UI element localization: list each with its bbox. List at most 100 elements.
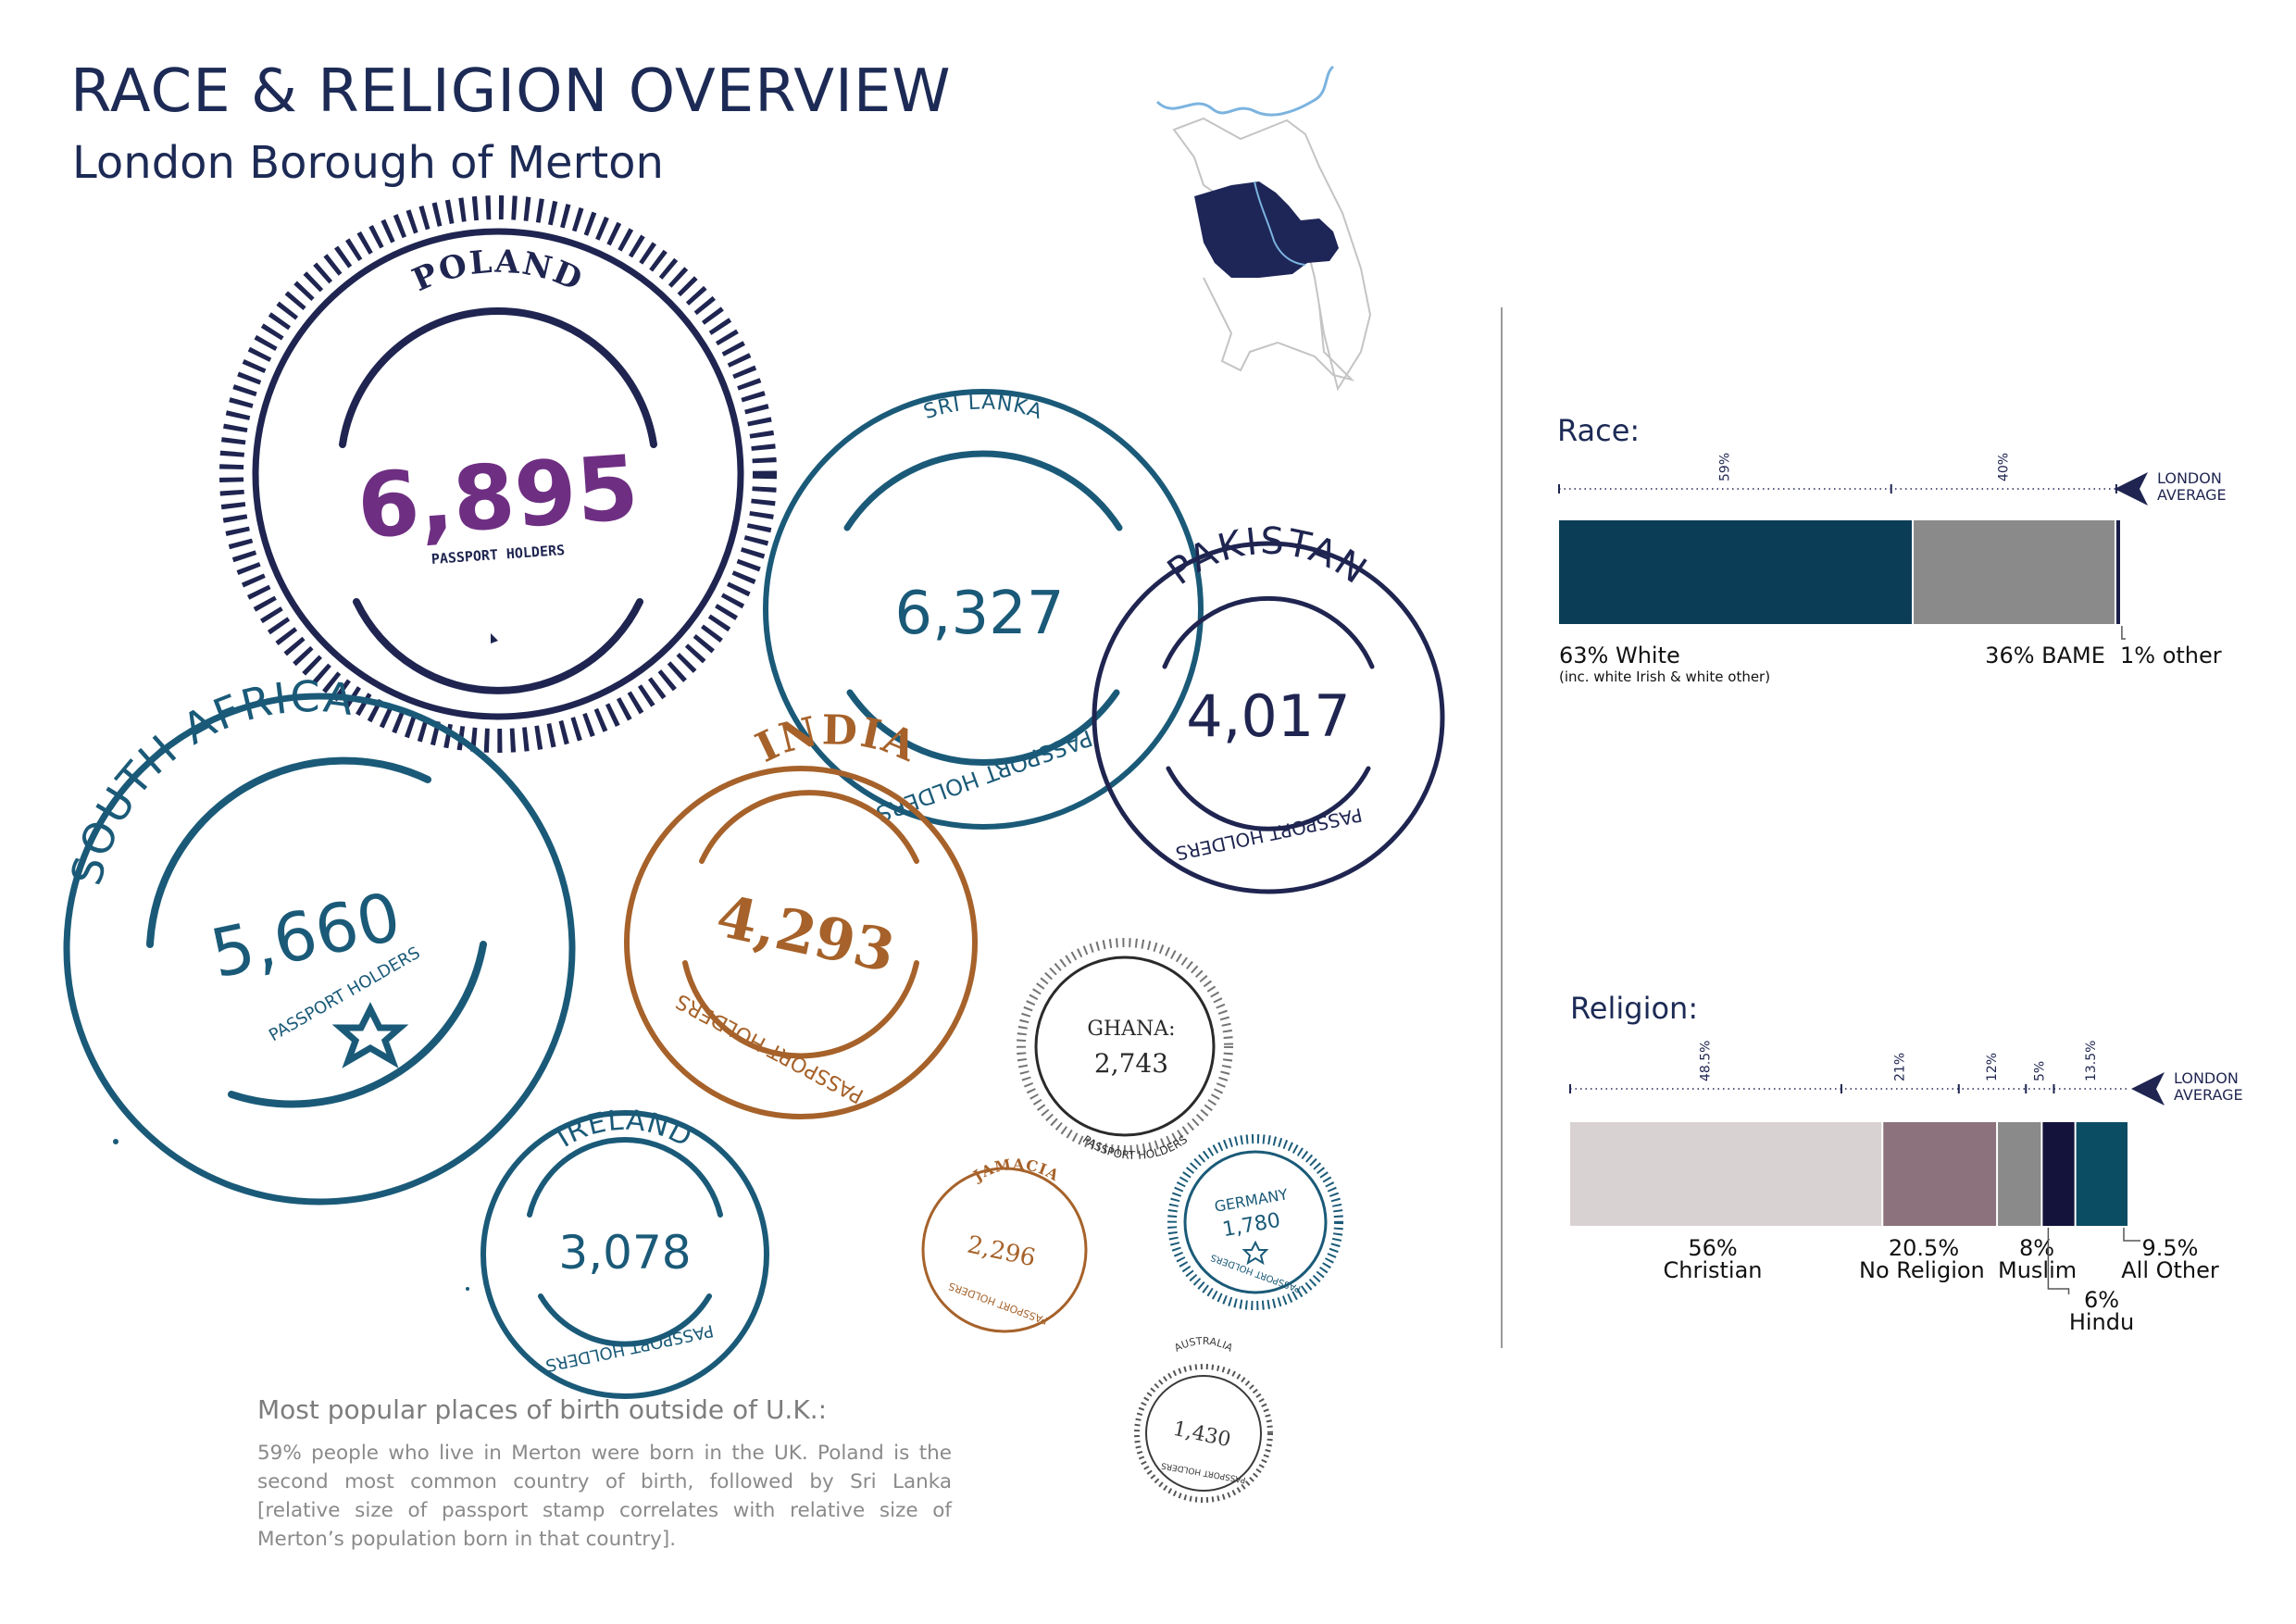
stamp-value: 2,296	[965, 1231, 1038, 1273]
notes-body: 59% people who live in Merton were born …	[257, 1442, 952, 1551]
borough-map	[1155, 65, 1372, 392]
religion-bars	[1570, 1122, 2128, 1226]
stamp-tick-ring	[219, 195, 777, 753]
stamp-germany: GERMANY 1,780 PASSPORT HOLDERS	[1167, 1134, 1343, 1310]
arrow-left-icon	[2115, 472, 2148, 506]
london-average-label: LONDON	[2174, 1069, 2239, 1087]
london-average-label: LONDON	[2157, 469, 2222, 487]
stamp-outer-ring	[1183, 1150, 1328, 1294]
merton-shape	[1194, 181, 1339, 278]
stamp-outer-ring	[1145, 1375, 1262, 1492]
stamp-country: POLAND	[407, 243, 589, 299]
bar-segment	[1998, 1122, 2041, 1226]
stamp-country: INDIA	[749, 706, 925, 771]
stamp-value: 4,293	[711, 882, 901, 986]
stamp-inner-arc-bottom	[846, 689, 1120, 766]
page-subtitle: London Borough of Merton	[72, 137, 664, 189]
race-labels: 63% White(inc. white Irish & white other…	[1559, 626, 2222, 685]
bar-sublabel: (inc. white Irish & white other)	[1559, 668, 1770, 685]
chart-title: Race:	[1557, 413, 1640, 448]
stamp-country: PAKISTAN	[1160, 520, 1376, 594]
chart-title: Religion:	[1570, 991, 1698, 1026]
stamp-mark	[491, 633, 498, 643]
bar-label: 9.5%	[2142, 1235, 2199, 1261]
religion-chart: Religion: 48.5% 21% 12% 5% 13.5% LONDON AVER…	[1569, 991, 2243, 1335]
stamp-tick-ring	[1167, 1134, 1343, 1310]
bar-label: 56%	[1688, 1235, 1737, 1261]
stamp-country: SOUTH AFRICA	[61, 671, 358, 890]
stamp-country: JAMACIA	[968, 1156, 1063, 1186]
stamp-value: 2,743	[1094, 1048, 1168, 1079]
stamp-inner-arc-bottom	[228, 941, 487, 1108]
average-value-label: 12%	[1985, 1053, 2000, 1081]
arrow-left-icon	[2131, 1072, 2165, 1106]
stamp-caption: PASSPORT HOLDERS	[1160, 1460, 1246, 1484]
stamp-inner-arc-top	[339, 307, 657, 448]
bar-label: 6%	[2084, 1287, 2119, 1313]
stamp-ghana: GHANA: 2,743 PASSPORT HOLDERS	[1017, 938, 1233, 1162]
stamp-outer-ring	[1092, 541, 1445, 894]
average-value-label: 21%	[1892, 1053, 1907, 1081]
london-average-label: AVERAGE	[2174, 1086, 2243, 1104]
stamp-country: AUSTRALIA	[1172, 1335, 1235, 1355]
stamp-outer-ring	[252, 228, 744, 720]
star-icon	[1242, 1240, 1269, 1266]
bar-segment	[1914, 520, 2115, 624]
average-value-label: 5%	[2032, 1061, 2047, 1081]
bar-segment	[2042, 1122, 2075, 1226]
stamp-value: 3,078	[558, 1226, 691, 1280]
page-title: RACE & RELIGION OVERVIEW	[70, 57, 952, 126]
stamp-inner-arc-bottom	[353, 598, 643, 694]
stamp-inner-arc-bottom	[538, 1293, 712, 1347]
south-area-outline	[1203, 277, 1355, 381]
average-value-label: 40%	[1996, 453, 2011, 481]
stamp-country: GHANA:	[1087, 1018, 1175, 1041]
average-value-label: 13.5%	[2084, 1041, 2099, 1081]
bar-label: No Religion	[1859, 1257, 1985, 1283]
river-thames	[1155, 65, 1335, 117]
race-chart: Race: 59% 40% LONDON AVERAGE 63% White(in…	[1557, 413, 2227, 685]
bar-label: All Other	[2121, 1257, 2219, 1283]
bar-label: 1% other	[2120, 643, 2222, 668]
stamp-australia: AUSTRALIA 1,430 PASSPORT HOLDERS	[1134, 1335, 1273, 1503]
stamp-south-africa: SOUTH AFRICA 5,660 PASSPORT HOLDERS	[61, 671, 576, 1206]
stamp-inner-arc-bottom	[1166, 766, 1371, 831]
london-average-marker: LONDON AVERAGE	[2131, 1069, 2243, 1106]
stamp-outer-ring	[480, 1110, 769, 1399]
ink-dot	[466, 1287, 469, 1291]
bar-segment	[1559, 520, 1913, 624]
bar-label: Hindu	[2069, 1309, 2134, 1335]
ink-dot	[113, 1139, 119, 1144]
stamp-inner-arc-top	[1162, 595, 1375, 669]
stamp-sri-lanka: SRI LANKA 6,327 PASSPORT HOLDERS	[763, 389, 1204, 830]
stamp-poland: POLAND 6,895 PASSPORT HOLDERS	[219, 195, 777, 753]
average-value-label: 59%	[1717, 453, 1732, 481]
stamp-caption: PASSPORT HOLDERS	[1174, 804, 1365, 865]
bar-segment	[2076, 1122, 2128, 1226]
average-value-label: 48.5%	[1698, 1041, 1713, 1081]
stamp-india: INDIA 4,293 PASSPORT HOLDERS	[624, 706, 978, 1119]
bar-label: Muslim	[1998, 1257, 2077, 1283]
london-average-marker: LONDON AVERAGE	[2115, 469, 2227, 506]
stamp-outer-ring	[921, 1167, 1088, 1333]
stamp-outer-ring	[763, 389, 1204, 830]
bar-label: 20.5%	[1889, 1235, 1959, 1261]
stamp-inner-arc-top	[699, 790, 919, 864]
stamp-value: 1,430	[1171, 1418, 1233, 1453]
bar-segment	[1570, 1122, 1882, 1226]
stamp-outer-ring	[624, 766, 978, 1119]
stamp-inner-arc-bottom	[682, 960, 919, 1059]
leader-line	[2121, 626, 2126, 640]
stamp-outer-ring	[63, 693, 576, 1206]
stamp-outer-ring	[1034, 956, 1216, 1137]
bar-segment	[2115, 520, 2120, 624]
leader-line	[2123, 1228, 2140, 1242]
stamp-ireland: IRELAND 3,078 PASSPORT HOLDERS	[480, 1105, 769, 1399]
bar-segment	[1883, 1122, 1997, 1226]
stamp-inner-arc-top	[843, 450, 1123, 531]
stamp-inner-arc-top	[146, 756, 431, 948]
stamp-value: 1,780	[1221, 1209, 1282, 1243]
bar-label: 63% White	[1559, 643, 1680, 668]
